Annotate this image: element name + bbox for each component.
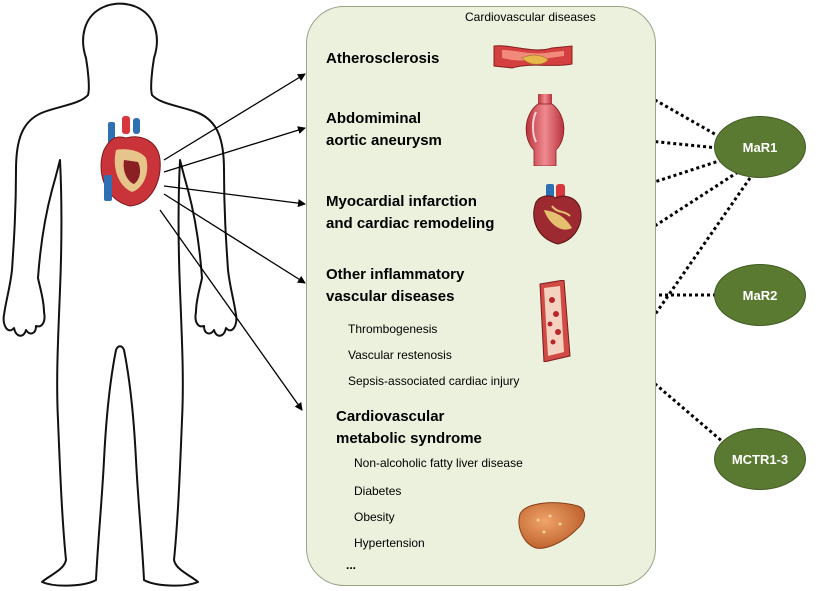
artery-plaque-icon — [493, 45, 573, 69]
infarcted-heart-icon — [533, 184, 582, 245]
inflammatory-sub-item: Thrombogenesis — [348, 322, 438, 336]
disease-infarction-line2: and cardiac remodeling — [326, 215, 495, 232]
disease-metabolic-line1: Cardiovascular — [336, 408, 445, 425]
arrow-heart-to-metabolic — [159, 209, 303, 411]
metabolic-sub-item: Non-alcoholic fatty liver disease — [354, 456, 523, 470]
arrow-heart-to-aneurysm — [163, 126, 306, 173]
mediator-mar2: MaR2 — [714, 264, 806, 326]
disease-inflammatory-line1: Other inflammatory — [326, 266, 465, 283]
mediator-mctr1-3: MCTR1-3 — [714, 428, 806, 490]
arrow-heart-to-atherosclerosis — [163, 73, 306, 161]
arrow-mar1-to-metabolic — [588, 177, 752, 409]
aorta-aneurysm-icon — [525, 94, 565, 166]
panel-title: Cardiovascular diseases — [465, 10, 596, 24]
inflammatory-sub-item: Sepsis-associated cardiac injury — [348, 374, 520, 388]
mediator-mar1: MaR1 — [714, 116, 806, 178]
vessel-clot-icon — [539, 280, 571, 362]
mediator-mar1-label: MaR1 — [742, 139, 778, 155]
disease-aneurysm-line1: Abdomiminal — [326, 110, 422, 127]
disease-metabolic-line2: metabolic syndrome — [336, 430, 482, 447]
cardiovascular-panel — [306, 6, 656, 586]
metabolic-sub-item: Hypertension — [354, 536, 425, 550]
human-body-icon — [2, 2, 238, 587]
mediator-mar2-label: MaR2 — [742, 287, 778, 303]
heart-arrows — [159, 73, 306, 411]
inflammatory-sub-item: Vascular restenosis — [348, 348, 452, 362]
disease-inflammatory-line2: vascular diseases — [326, 288, 455, 305]
disease-atherosclerosis: Atherosclerosis — [326, 50, 440, 67]
metabolic-sub-item: Diabetes — [354, 484, 402, 498]
disease-aneurysm-line2: aortic aneurysm — [326, 132, 442, 149]
metabolic-sub-ellipsis: ... — [346, 558, 357, 572]
heart-icon — [100, 116, 161, 207]
arrow-heart-to-infarction — [163, 185, 306, 208]
disease-infarction-line1: Myocardial infarction — [326, 193, 477, 210]
metabolic-sub-item: Obesity — [354, 510, 395, 524]
liver-icon — [518, 502, 585, 549]
mediator-mctr-label: MCTR1-3 — [731, 451, 789, 467]
arrow-heart-to-inflammatory — [163, 193, 306, 284]
